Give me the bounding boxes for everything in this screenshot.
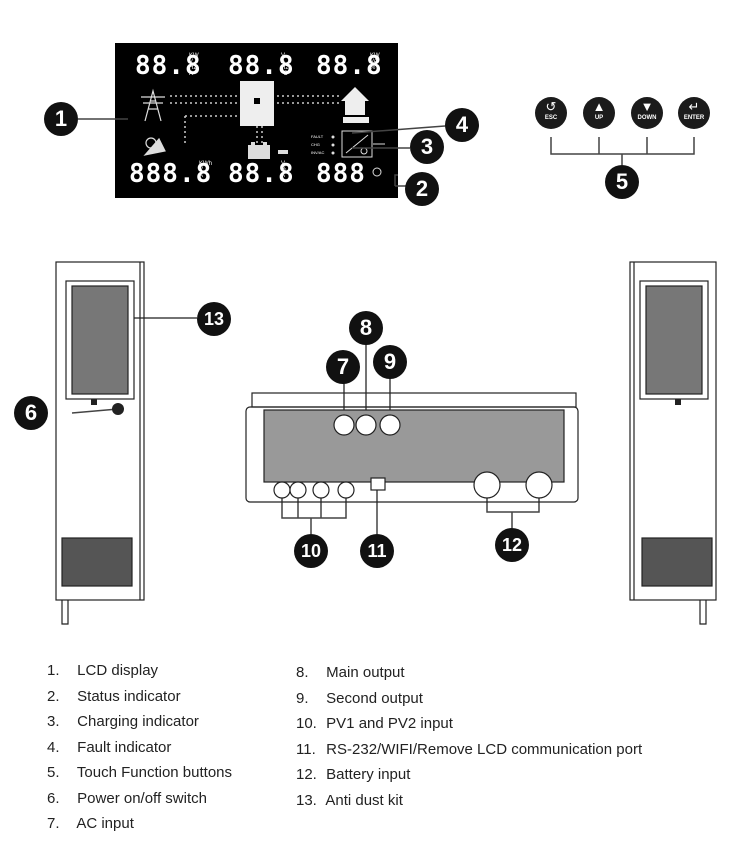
- enter-arrow-icon: ↵: [688, 99, 700, 114]
- legend-item: 2. Status indicator: [47, 687, 181, 705]
- callout-10: 10: [294, 534, 328, 568]
- triangle-down-icon: ▼: [640, 99, 654, 114]
- solar-panel-icon: [143, 137, 166, 156]
- smiley-icon: [372, 167, 382, 177]
- legend-item: 1. LCD display: [47, 662, 159, 679]
- callout-9: 9: [373, 345, 407, 379]
- legend-item: 8. Main output: [296, 664, 405, 681]
- legend-item: 11. RS-232/WIFI/Remove LCD communication…: [296, 740, 643, 758]
- left-side-view: [55, 261, 145, 625]
- down-button[interactable]: ▼ DOWN: [631, 97, 663, 129]
- callout-7: 7: [326, 350, 360, 384]
- status-indicator-panel: [331, 130, 385, 158]
- callout-6: 6: [14, 396, 48, 430]
- callout-2: 2: [405, 172, 439, 206]
- lcd-bottom-mid-readout: 88.8: [228, 159, 295, 189]
- callout-13: 13: [197, 302, 231, 336]
- legend-right: 8. Main output 9. Second output 10. PV1 …: [296, 664, 642, 817]
- lcd-top-mid-readout: 88.8: [228, 51, 295, 81]
- callout-8: 8: [349, 311, 383, 345]
- esc-button[interactable]: ↺ ESC: [535, 97, 567, 129]
- legend-item: 4. Fault indicator: [47, 738, 172, 756]
- lcd-bottom-mid-units: V%A: [281, 161, 287, 179]
- triangle-up-icon: ▲: [592, 99, 606, 114]
- legend-item: 6. Power on/off switch: [47, 789, 207, 807]
- up-button[interactable]: ▲ UP: [583, 97, 615, 129]
- enter-button[interactable]: ↵ ENTER: [678, 97, 710, 129]
- bottom-view: [245, 392, 579, 503]
- house-load-icon: [341, 87, 369, 123]
- callout-12: 12: [495, 528, 529, 562]
- callout-1: 1: [44, 102, 78, 136]
- ac-input-terminal: [273, 414, 553, 499]
- energy-flow-lines: [170, 95, 341, 146]
- legend-item: 12. Battery input: [296, 766, 411, 783]
- return-arrow-icon: ↺: [545, 99, 557, 114]
- legend-item: 9. Second output: [296, 689, 423, 707]
- battery-icon: [248, 142, 288, 159]
- legend-item: 13. Anti dust kit: [296, 791, 403, 809]
- legend-item: 7. AC input: [47, 815, 134, 832]
- callout-5: 5: [605, 165, 639, 199]
- grid-pylon-icon: [141, 88, 165, 122]
- callout-11: 11: [360, 534, 394, 568]
- callout-4: 4: [445, 108, 479, 142]
- power-switch-icon: [112, 403, 124, 415]
- legend-item: 3. Charging indicator: [47, 713, 199, 730]
- lcd-bottom-right-readout: 888: [316, 159, 366, 189]
- legend-item: 10. PV1 and PV2 input: [296, 715, 453, 732]
- lcd-top-left-readout: 88.8: [135, 51, 202, 81]
- lcd-top-right-readout: 88.8: [316, 51, 383, 81]
- lcd-bottom-left-readout: 888.8: [129, 159, 213, 189]
- callout-3: 3: [410, 130, 444, 164]
- lcd-flow-diagram: [141, 81, 385, 177]
- legend-item: 5. Touch Function buttons: [47, 764, 233, 781]
- legend-left: 1. LCD display 2. Status indicator 3. Ch…: [47, 662, 232, 841]
- right-side-view: [629, 261, 717, 625]
